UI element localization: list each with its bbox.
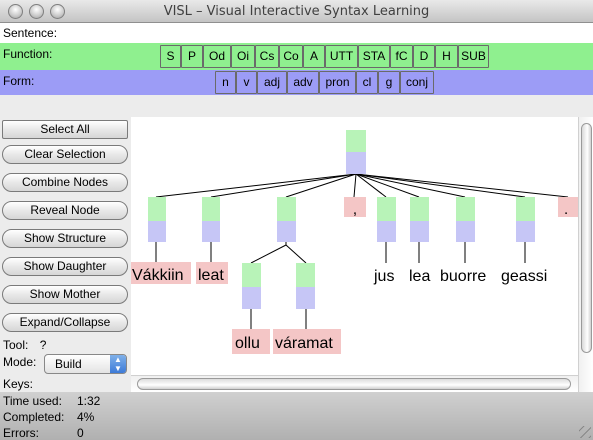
function-tag-h[interactable]: H [435,45,458,68]
form-tag-adv[interactable]: adv [287,71,319,94]
function-tag-utt[interactable]: UTT [325,45,358,68]
show-daughter-button[interactable]: Show Daughter [2,257,128,276]
select-all-button[interactable]: Select All [2,120,128,139]
form-tag-pron[interactable]: pron [319,71,356,94]
minimize-window-button[interactable] [29,4,44,19]
tree-node[interactable] [377,197,396,242]
form-tag-n[interactable]: n [215,71,236,94]
toolbar-spacer [0,95,593,117]
word-lea[interactable]: lea [409,268,430,285]
show-structure-button[interactable]: Show Structure [2,229,128,248]
expand-collapse-button[interactable]: Expand/Collapse [2,313,128,332]
function-tag-bar: Function: S P Od Oi Cs Co A UTT STA fC D… [0,43,593,70]
syntax-tree-svg: , . Vákkiin leat ollu váramat jus lea bu… [131,130,578,354]
word-jus[interactable]: jus [373,268,394,285]
function-tag-d[interactable]: D [413,45,435,68]
left-tool-panel: Select All Clear Selection Combine Nodes… [0,117,131,392]
tree-node[interactable] [516,197,535,242]
syntax-tree-canvas[interactable]: , . Vákkiin leat ollu váramat jus lea bu… [131,117,578,375]
form-tag-v[interactable]: v [236,71,257,94]
function-tag-co[interactable]: Co [279,45,303,68]
tree-edges [155,173,569,329]
completed-label: Completed: [3,410,65,424]
tree-node[interactable] [242,263,261,309]
tree-node[interactable] [148,197,166,242]
tree-leaf-punct[interactable]: . [558,197,578,218]
horizontal-scroll-thumb[interactable] [137,378,571,390]
tree-leaf-word[interactable]: Vákkiin [131,262,191,284]
status-panel: Time used: 1:32 Completed: 4% Errors: 0 [0,392,593,440]
word-geassi[interactable]: geassi [501,268,547,285]
word-vakkiin: Vákkiin [132,267,184,284]
form-tag-cl[interactable]: cl [356,71,378,94]
function-tag-oi[interactable]: Oi [231,45,255,68]
zoom-window-button[interactable] [50,4,65,19]
tree-node[interactable] [296,263,315,309]
completed-value: 4% [77,410,95,424]
title-bar: VISL – Visual Interactive Syntax Learnin… [0,0,593,23]
mode-select[interactable]: Build ▲▼ [44,354,127,374]
function-tag-a[interactable]: A [303,45,325,68]
tree-node-root[interactable] [346,130,366,174]
function-tag-od[interactable]: Od [203,45,231,68]
form-tag-g[interactable]: g [378,71,400,94]
combine-nodes-button[interactable]: Combine Nodes [2,173,128,192]
tool-label: Tool: [3,338,29,352]
tree-node[interactable] [202,197,220,242]
word-varamat: váramat [275,335,333,352]
time-used-value: 1:32 [77,394,101,408]
select-arrows-icon: ▲▼ [110,355,126,373]
errors-value: 0 [77,426,84,440]
tree-node[interactable] [456,197,475,242]
function-tag-s[interactable]: S [160,45,181,68]
window-title: VISL – Visual Interactive Syntax Learnin… [163,4,430,19]
sentence-label: Sentence: [3,26,58,40]
vertical-scroll-thumb[interactable] [581,123,592,353]
horizontal-scrollbar[interactable] [131,375,578,392]
time-used-label: Time used: [3,394,62,408]
vertical-scrollbar[interactable] [578,117,593,392]
function-tag-p[interactable]: P [181,45,203,68]
punct-comma: , [353,201,357,218]
punct-period: . [564,201,568,218]
tree-node[interactable] [277,197,296,242]
errors-label: Errors: [3,426,39,440]
clear-selection-button[interactable]: Clear Selection [2,145,128,164]
keys-label: Keys: [3,377,34,391]
form-tag-adj[interactable]: adj [257,71,287,94]
tree-leaf-word[interactable]: váramat [273,329,341,354]
function-tag-sta[interactable]: STA [358,45,390,68]
word-leat: leat [198,267,224,284]
word-buorre[interactable]: buorre [440,268,486,285]
tree-node[interactable] [410,197,429,242]
tree-leaf-punct[interactable]: , [344,197,366,218]
function-tag-sub[interactable]: SUB [458,45,489,68]
tree-leaf-word[interactable]: ollu [232,329,270,354]
reveal-node-button[interactable]: Reveal Node [2,201,128,220]
form-tag-conj[interactable]: conj [400,71,434,94]
mode-label: Mode: [3,355,37,369]
mode-select-value: Build [55,357,82,371]
sentence-row: Sentence: [0,23,593,43]
show-mother-button[interactable]: Show Mother [2,285,128,304]
form-tag-bar: Form: n v adj adv pron cl g conj [0,70,593,95]
close-window-button[interactable] [8,4,23,19]
tool-value: ? [39,338,47,352]
form-label: Form: [3,74,35,88]
function-tag-cs[interactable]: Cs [255,45,279,68]
function-tag-fc[interactable]: fC [390,45,413,68]
tree-leaf-word[interactable]: leat [196,262,228,284]
tool-indicator: Tool: ? [3,338,46,352]
resize-grip-icon[interactable] [579,426,591,438]
word-ollu: ollu [235,335,260,352]
function-label: Function: [3,47,53,61]
